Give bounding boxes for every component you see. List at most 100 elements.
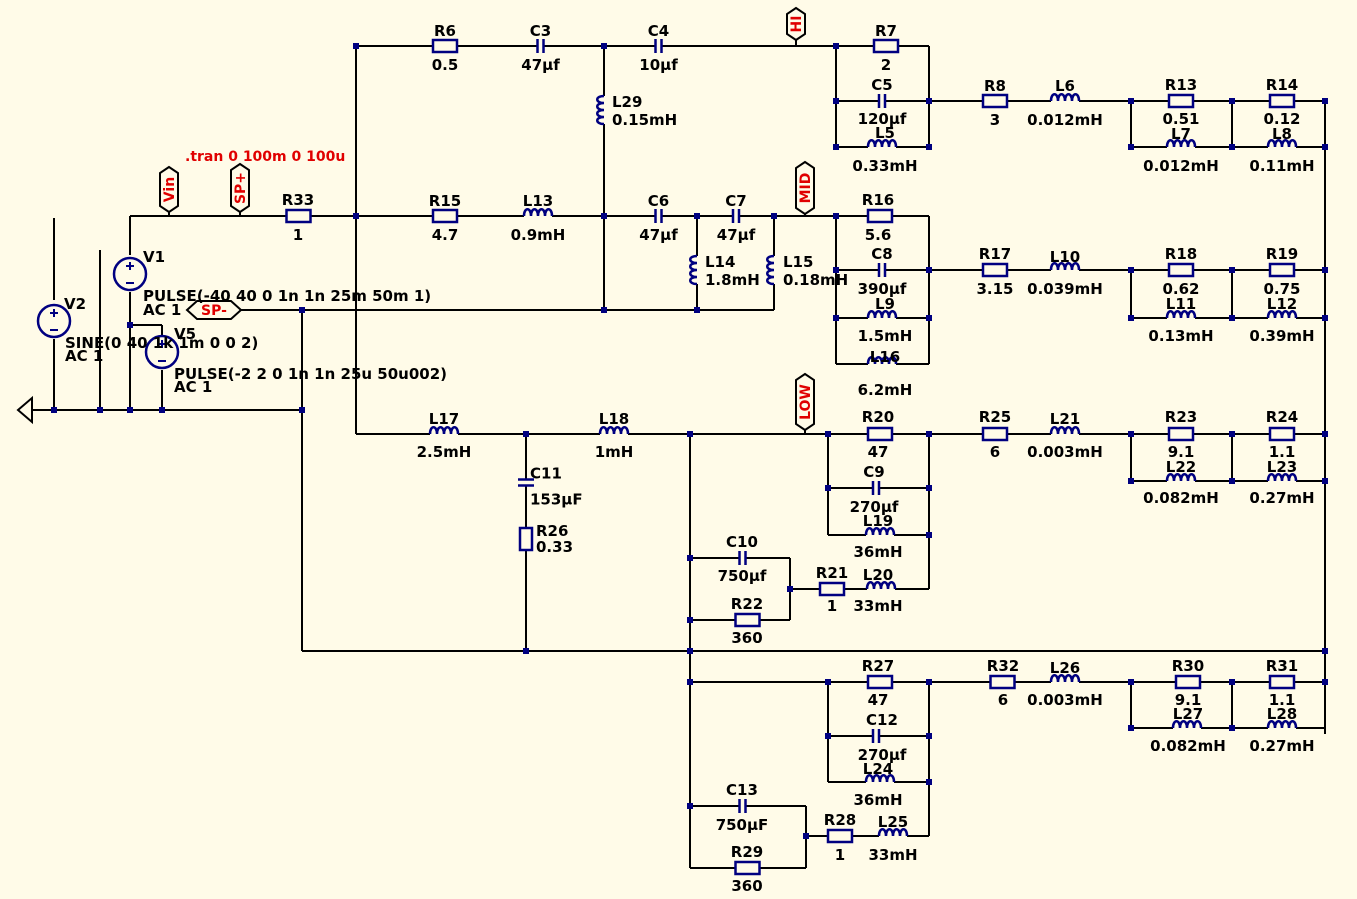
capacitor-c12[interactable]	[856, 729, 896, 743]
capacitor-c11[interactable]	[518, 465, 534, 500]
component-ref-label: C10	[726, 533, 758, 551]
svg-text:LOW: LOW	[798, 384, 814, 420]
inductor-l6[interactable]	[1042, 93, 1088, 102]
resistor-r8[interactable]	[970, 93, 1020, 109]
voltage-source-v1[interactable]	[112, 256, 148, 292]
resistor-r14[interactable]	[1257, 93, 1307, 109]
resistor-r13[interactable]	[1156, 93, 1206, 109]
inductor-l7[interactable]	[1157, 139, 1205, 148]
resistor-r17[interactable]	[970, 262, 1020, 278]
inductor-l22[interactable]	[1157, 473, 1205, 482]
capacitor-c8[interactable]	[862, 263, 902, 277]
inductor-l21[interactable]	[1042, 426, 1088, 435]
component-value-label: 0.27mH	[1249, 737, 1314, 755]
component-ref-label: R22	[731, 595, 763, 613]
component-ref-label: L20	[863, 566, 893, 584]
voltage-source-v2[interactable]	[36, 303, 72, 339]
junction-dot	[694, 213, 700, 219]
resistor-r30[interactable]	[1163, 674, 1213, 690]
inductor-l8[interactable]	[1258, 139, 1306, 148]
capacitor-c13[interactable]	[725, 799, 760, 813]
source-ref-label: V2	[64, 295, 86, 313]
inductor-l13[interactable]	[516, 208, 560, 217]
junction-dot	[825, 485, 831, 491]
junction-dot	[694, 307, 700, 313]
net-flag-sp-plus[interactable]: SP+	[230, 162, 250, 214]
inductor-l27[interactable]	[1163, 720, 1211, 729]
component-ref-label: L29	[612, 93, 642, 111]
junction-dot	[926, 679, 932, 685]
inductor-l14[interactable]	[689, 240, 698, 300]
resistor-r31[interactable]	[1257, 674, 1307, 690]
spice-directive[interactable]: .tran 0 100m 0 100u	[185, 149, 345, 165]
component-ref-label: C4	[648, 22, 669, 40]
inductor-l12[interactable]	[1258, 310, 1306, 319]
inductor-l25[interactable]	[870, 828, 916, 837]
resistor-r18[interactable]	[1156, 262, 1206, 278]
junction-dot	[523, 431, 529, 437]
junction-dot	[926, 779, 932, 785]
inductor-l15[interactable]	[766, 240, 775, 300]
capacitor-c5[interactable]	[862, 94, 902, 108]
inductor-l26[interactable]	[1042, 674, 1088, 683]
component-value-label: 0.33	[536, 538, 573, 556]
component-ref-label: R28	[824, 811, 856, 829]
resistor-r20[interactable]	[860, 426, 900, 442]
capacitor-c9[interactable]	[856, 481, 896, 495]
inductor-l24[interactable]	[856, 774, 904, 783]
inductor-l28[interactable]	[1258, 720, 1306, 729]
resistor-r33[interactable]	[275, 208, 322, 224]
capacitor-c6[interactable]	[640, 209, 677, 223]
labels: R60.5C347µfC410µfR72L290.15mHC5120µfL50.…	[64, 22, 1315, 895]
junction-dot	[926, 267, 932, 273]
resistor-r7[interactable]	[860, 38, 912, 54]
net-flag-vin[interactable]: Vin	[159, 165, 179, 214]
resistor-r19[interactable]	[1257, 262, 1307, 278]
capacitor-c3[interactable]	[520, 39, 561, 53]
net-flag-sp-minus[interactable]: SP-	[185, 300, 243, 320]
component-ref-label: C8	[871, 245, 892, 263]
voltage-source-v5[interactable]	[144, 334, 180, 370]
component-ref-label: L7	[1171, 125, 1191, 143]
inductor-l18[interactable]	[590, 426, 638, 435]
junction-dot	[833, 43, 839, 49]
inductor-l16[interactable]	[858, 356, 906, 365]
resistor-r21[interactable]	[812, 581, 852, 597]
capacitor-c7[interactable]	[717, 209, 755, 223]
component-value-label: 1	[827, 597, 837, 615]
inductor-l29[interactable]	[596, 85, 605, 135]
resistor-r6[interactable]	[420, 38, 470, 54]
resistor-r26[interactable]	[518, 523, 534, 555]
resistor-r32[interactable]	[980, 674, 1025, 690]
capacitor-c4[interactable]	[640, 39, 677, 53]
resistor-r23[interactable]	[1156, 426, 1206, 442]
resistor-r25[interactable]	[970, 426, 1020, 442]
component-ref-label: L23	[1267, 458, 1297, 476]
svg-text:HI: HI	[789, 16, 805, 33]
inductor-l10[interactable]	[1042, 262, 1088, 271]
component-value-label: 33mH	[853, 597, 902, 615]
inductor-l11[interactable]	[1157, 310, 1205, 319]
junction-dot	[127, 322, 133, 328]
component-ref-label: R23	[1165, 408, 1197, 426]
component-value-label: 3.15	[976, 280, 1013, 298]
net-flag-hi[interactable]: HI	[786, 6, 806, 42]
resistor-r29[interactable]	[725, 860, 770, 876]
inductor-l17[interactable]	[420, 426, 468, 435]
resistor-r27[interactable]	[860, 674, 900, 690]
resistor-r16[interactable]	[860, 208, 900, 224]
net-flag-mid[interactable]: MID	[795, 160, 815, 216]
inductor-l19[interactable]	[856, 527, 904, 536]
resistor-r15[interactable]	[420, 208, 470, 224]
inductor-l9[interactable]	[858, 310, 906, 319]
inductor-l5[interactable]	[858, 139, 906, 148]
net-flag-low[interactable]: LOW	[795, 372, 815, 432]
resistor-r28[interactable]	[820, 828, 860, 844]
resistor-r24[interactable]	[1257, 426, 1307, 442]
inductor-l20[interactable]	[857, 581, 905, 590]
capacitor-c10[interactable]	[725, 551, 760, 565]
inductor-l23[interactable]	[1258, 473, 1306, 482]
resistor-r22[interactable]	[725, 612, 770, 628]
component-ref-label: R24	[1266, 408, 1298, 426]
component-value-label: 750µF	[716, 816, 769, 834]
